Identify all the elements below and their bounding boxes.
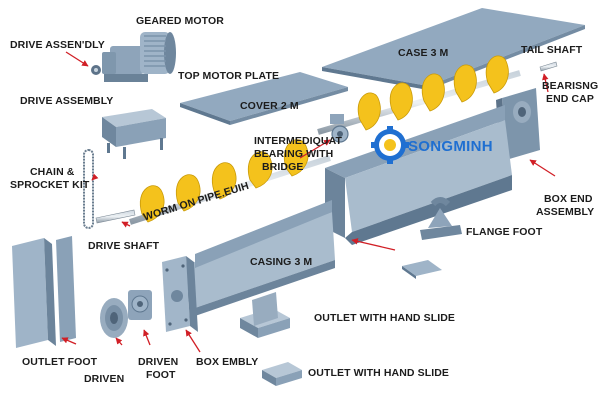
label-box-end-2: ASSEMBLY: [536, 206, 595, 218]
driven-foot-bearing: [128, 290, 152, 320]
label-bearing-end-cap-2: END CAP: [546, 93, 594, 105]
drive-shaft: [95, 209, 136, 224]
screw-flight-lower: [129, 139, 331, 225]
label-intermediate-3: BRIDGE: [262, 161, 304, 173]
screw-flight-upper: [317, 55, 521, 135]
geared-motor: [91, 32, 176, 82]
box-embly: [162, 256, 198, 332]
label-outlet-hand-slide-2: OUTLET WITH HAND SLIDE: [308, 367, 450, 379]
cover-2m-plate: [180, 72, 348, 125]
songminh-logo-icon: [371, 126, 409, 164]
label-chain-1: CHAIN &: [30, 166, 75, 178]
label-chain-2: SPROCKET KIT: [10, 179, 90, 191]
label-top-motor-plate: TOP MOTOR PLATE: [178, 70, 280, 82]
label-flange-foot: FLANGE FOOT: [466, 226, 543, 238]
label-box-embly: BOX EMBLY: [196, 356, 259, 368]
outlet-hand-slide-2: [262, 362, 302, 386]
label-drive-assembly: DRIVE ASSEMBLY: [20, 95, 114, 107]
label-intermediate-1: INTERMEDIQUAT: [254, 135, 343, 147]
label-driven-foot-1: DRIVEN: [138, 356, 179, 368]
label-drive-shaft: DRIVE SHAFT: [88, 240, 160, 252]
label-drive-assembly-top: DRIVE ASSEN'DLY: [10, 39, 105, 51]
outlet-hand-slide-1: [240, 292, 290, 338]
label-casing-3m: CASING 3 M: [250, 256, 313, 268]
flange-foot: [420, 197, 462, 240]
drive-assembly-box: [102, 109, 166, 159]
label-intermediate-2: BEARING WITH: [254, 148, 334, 160]
label-driven: DRIVEN: [84, 373, 125, 385]
label-case-3m: CASE 3 M: [398, 47, 449, 59]
outlet-foot: [12, 236, 76, 348]
casing-trough-right: [325, 105, 512, 245]
small-base-plate: [402, 260, 442, 279]
label-geared-motor: GEARED MOTOR: [136, 15, 224, 27]
label-box-end-1: BOX END: [544, 193, 593, 205]
intermediate-bearing: [330, 114, 349, 143]
label-outlet-hand-slide-1: OUTLET WITH HAND SLIDE: [314, 312, 456, 324]
label-cover-2m: COVER 2 M: [240, 100, 299, 112]
label-bearing-end-cap-1: BEARISNG: [542, 80, 599, 92]
songminh-logo-text: SONGMINH: [408, 138, 493, 155]
driven-pulley: [100, 298, 128, 338]
label-driven-foot-2: FOOT: [146, 369, 176, 381]
leader-arrows: [61, 51, 556, 353]
label-tail-shaft: TAIL SHAFT: [521, 44, 583, 56]
label-outlet-foot: OUTLET FOOT: [22, 356, 98, 368]
tail-shaft: [539, 61, 558, 72]
chain-sprocket-kit: [83, 149, 94, 229]
